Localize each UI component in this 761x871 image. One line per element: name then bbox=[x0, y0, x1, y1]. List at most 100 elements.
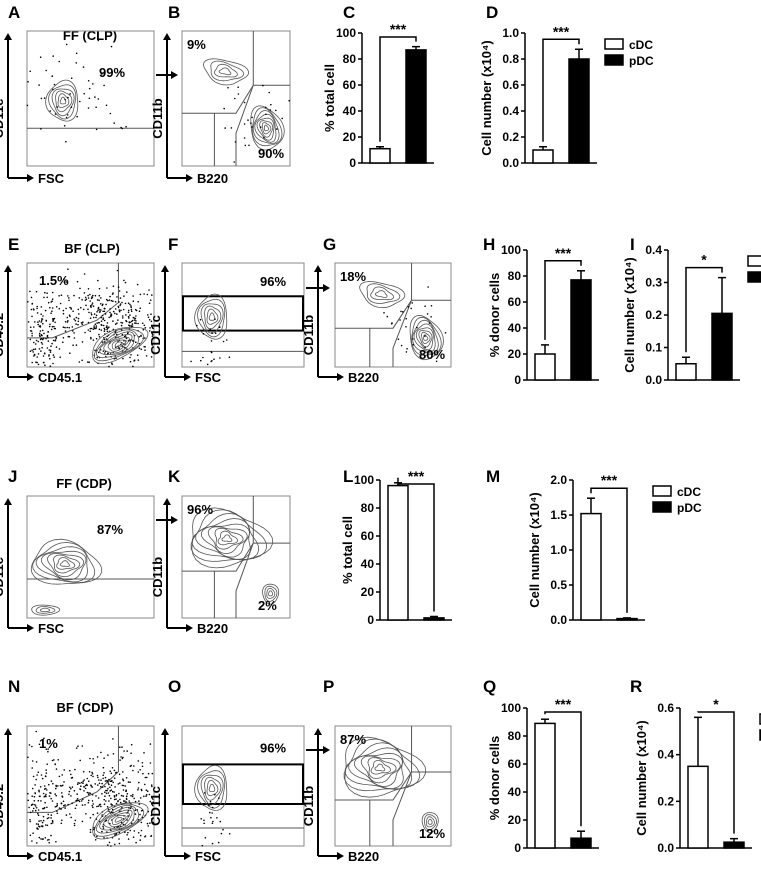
bar-cdc bbox=[534, 353, 556, 381]
y-tick-label: 0.4 bbox=[502, 104, 519, 118]
contour-line bbox=[191, 512, 260, 561]
contour-line bbox=[251, 107, 283, 147]
event-dot bbox=[87, 107, 90, 109]
event-dot bbox=[107, 299, 109, 302]
event-dot bbox=[42, 815, 45, 818]
event-dot bbox=[27, 792, 29, 795]
event-dot bbox=[40, 306, 43, 308]
event-dot bbox=[91, 805, 93, 807]
event-dot bbox=[34, 321, 36, 323]
event-dot bbox=[276, 128, 278, 130]
event-dot bbox=[48, 354, 50, 356]
event-dot bbox=[35, 761, 38, 763]
event-dot bbox=[97, 776, 99, 779]
event-dot bbox=[120, 821, 123, 824]
event-dot bbox=[109, 295, 111, 298]
event-dot bbox=[112, 738, 114, 740]
event-dot bbox=[44, 364, 46, 367]
event-dot bbox=[46, 334, 49, 337]
event-dot bbox=[127, 302, 130, 305]
event-dot bbox=[122, 789, 125, 791]
event-dot bbox=[424, 346, 427, 349]
event-dot bbox=[133, 359, 136, 362]
event-dot bbox=[50, 780, 53, 782]
event-dot bbox=[41, 777, 44, 780]
event-dot bbox=[95, 314, 98, 317]
event-dot bbox=[111, 293, 114, 295]
event-dot bbox=[102, 825, 104, 828]
bar-pdc bbox=[570, 279, 592, 381]
event-dot bbox=[57, 785, 59, 787]
contour-line bbox=[194, 293, 228, 340]
event-dot bbox=[110, 772, 113, 774]
event-dot bbox=[109, 786, 111, 789]
contour-line bbox=[353, 752, 403, 787]
event-dot bbox=[33, 355, 35, 357]
event-dot bbox=[47, 748, 49, 750]
event-dot bbox=[49, 792, 51, 794]
event-dot bbox=[69, 769, 71, 772]
event-dot bbox=[43, 795, 46, 798]
event-dot bbox=[259, 126, 262, 128]
event-dot bbox=[93, 326, 95, 329]
event-dot bbox=[73, 337, 76, 339]
event-dot bbox=[83, 779, 85, 781]
panel-letter: C bbox=[343, 3, 355, 22]
event-dot bbox=[53, 325, 55, 328]
event-dot bbox=[64, 807, 66, 809]
event-dot bbox=[81, 745, 84, 747]
legend-swatch-pdc bbox=[652, 501, 672, 513]
event-dot bbox=[55, 346, 58, 348]
significance-label: *** bbox=[390, 21, 407, 37]
event-dot bbox=[101, 830, 103, 833]
gate-percent: 1% bbox=[39, 736, 58, 751]
event-dot bbox=[96, 774, 99, 777]
event-dot bbox=[134, 800, 137, 803]
event-dot bbox=[31, 840, 33, 842]
event-dot bbox=[228, 356, 231, 359]
significance-label: *** bbox=[408, 468, 425, 484]
event-dot bbox=[52, 354, 55, 356]
event-dot bbox=[116, 322, 118, 325]
event-dot bbox=[142, 772, 144, 775]
event-dot bbox=[118, 842, 121, 845]
contour-line bbox=[51, 88, 75, 117]
event-dot bbox=[51, 318, 54, 320]
arrow-head bbox=[27, 373, 34, 381]
event-dot bbox=[148, 289, 150, 291]
event-dot bbox=[108, 800, 110, 802]
event-dot bbox=[124, 302, 127, 305]
event-dot bbox=[202, 356, 204, 359]
y-tick-label: 2.0 bbox=[550, 473, 567, 487]
event-dot bbox=[135, 322, 137, 325]
event-dot bbox=[98, 782, 101, 785]
contour-line bbox=[96, 329, 140, 359]
event-dot bbox=[89, 293, 91, 296]
event-dot bbox=[66, 114, 69, 116]
event-dot bbox=[98, 336, 101, 338]
event-dot bbox=[90, 337, 92, 340]
event-dot bbox=[106, 789, 108, 792]
event-dot bbox=[54, 339, 57, 341]
event-dot bbox=[42, 355, 45, 357]
event-dot bbox=[275, 109, 277, 112]
event-dot bbox=[125, 337, 128, 340]
event-dot bbox=[73, 790, 76, 792]
event-dot bbox=[138, 347, 141, 350]
event-dot bbox=[101, 314, 104, 317]
event-dot bbox=[129, 360, 132, 363]
panel-title: BF (CLP) bbox=[64, 241, 120, 256]
event-dot bbox=[37, 321, 39, 324]
event-dot bbox=[38, 795, 41, 798]
event-dot bbox=[65, 814, 68, 816]
event-dot bbox=[29, 820, 32, 823]
event-dot bbox=[121, 784, 124, 787]
event-dot bbox=[83, 292, 86, 294]
event-dot bbox=[64, 804, 66, 806]
event-dot bbox=[225, 339, 228, 341]
contour-line bbox=[31, 604, 61, 616]
significance-label: * bbox=[701, 252, 707, 268]
event-dot bbox=[119, 71, 122, 73]
bar-pdc bbox=[423, 617, 445, 621]
